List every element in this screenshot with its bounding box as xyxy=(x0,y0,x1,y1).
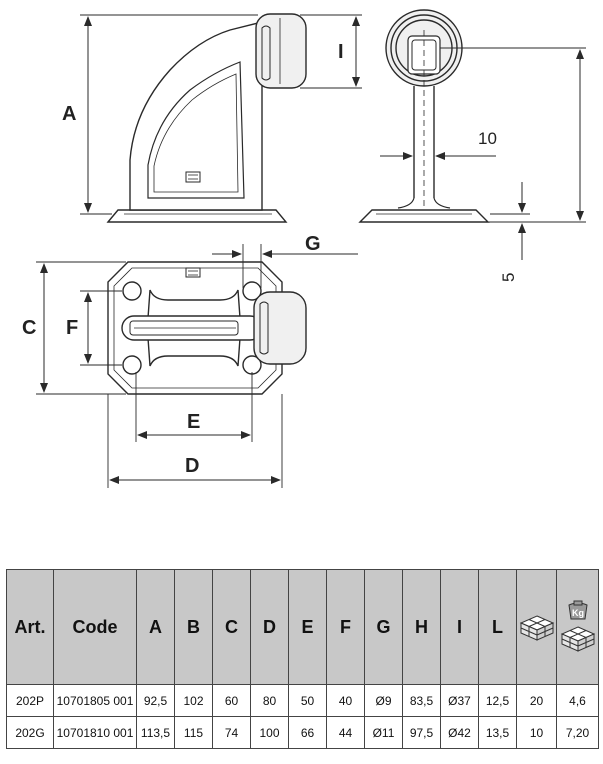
table-cell: 74 xyxy=(212,716,251,749)
weight-kg-label: Kg xyxy=(572,608,584,618)
dim-label-i: I xyxy=(338,41,344,63)
table-row: 202G 10701810 001 113,5 115 74 100 66 44… xyxy=(6,716,599,749)
table-cell: 40 xyxy=(326,684,365,717)
table-cell: 10 xyxy=(516,716,557,749)
header-g: G xyxy=(364,569,403,685)
table-cell: 92,5 xyxy=(136,684,175,717)
table-cell: 113,5 xyxy=(136,716,175,749)
box-quantity-icon xyxy=(519,615,554,641)
table-cell: Ø42 xyxy=(440,716,479,749)
table-cell: 7,20 xyxy=(556,716,599,749)
table-cell: 50 xyxy=(288,684,327,717)
dim-label-a: A xyxy=(62,103,76,125)
table-cell: 60 xyxy=(212,684,251,717)
technical-drawing: A I 10 5 xyxy=(22,9,586,488)
table-cell: 10701805 001 xyxy=(53,684,137,717)
table-cell: 97,5 xyxy=(402,716,441,749)
table-row: 202P 10701805 001 92,5 102 60 80 50 40 Ø… xyxy=(6,684,599,717)
dim-label-c: C xyxy=(22,317,36,339)
table-cell: 12,5 xyxy=(478,684,517,717)
table-cell: 102 xyxy=(174,684,213,717)
table-cell: 80 xyxy=(250,684,289,717)
table-cell: Ø37 xyxy=(440,684,479,717)
table-cell: 4,6 xyxy=(556,684,599,717)
header-art: Art. xyxy=(6,569,54,685)
dim-label-e: E xyxy=(187,411,200,433)
header-weight: Kg xyxy=(556,569,599,685)
dim-label-d: D xyxy=(185,455,199,477)
table-cell: 44 xyxy=(326,716,365,749)
dim-label-5: 5 xyxy=(499,273,518,282)
dim-label-g: G xyxy=(305,233,321,255)
table-cell: 66 xyxy=(288,716,327,749)
table-header-row: Art. Code A B C D E F G H I L xyxy=(6,569,599,685)
box-weight-icon: Kg xyxy=(560,600,595,652)
table-cell: 10701810 001 xyxy=(53,716,137,749)
header-c: C xyxy=(212,569,251,685)
dim-label-f: F xyxy=(66,317,78,339)
table-cell: 202P xyxy=(6,684,54,717)
table-cell: 202G xyxy=(6,716,54,749)
table-cell: 13,5 xyxy=(478,716,517,749)
table-cell: 100 xyxy=(250,716,289,749)
header-d: D xyxy=(250,569,289,685)
header-i: I xyxy=(440,569,479,685)
header-quantity xyxy=(516,569,557,685)
top-view xyxy=(36,244,358,488)
header-b: B xyxy=(174,569,213,685)
header-f: F xyxy=(326,569,365,685)
header-e: E xyxy=(288,569,327,685)
header-h: H xyxy=(402,569,441,685)
header-a: A xyxy=(136,569,175,685)
front-view xyxy=(358,9,586,260)
table-cell: 20 xyxy=(516,684,557,717)
table-cell: 83,5 xyxy=(402,684,441,717)
header-code: Code xyxy=(53,569,137,685)
table-cell: 115 xyxy=(174,716,213,749)
table-cell: Ø9 xyxy=(364,684,403,717)
dim-label-10: 10 xyxy=(478,129,497,148)
header-l: L xyxy=(478,569,517,685)
side-view xyxy=(80,13,362,223)
specifications-table: Art. Code A B C D E F G H I L xyxy=(6,569,599,749)
table-cell: Ø11 xyxy=(364,716,403,749)
